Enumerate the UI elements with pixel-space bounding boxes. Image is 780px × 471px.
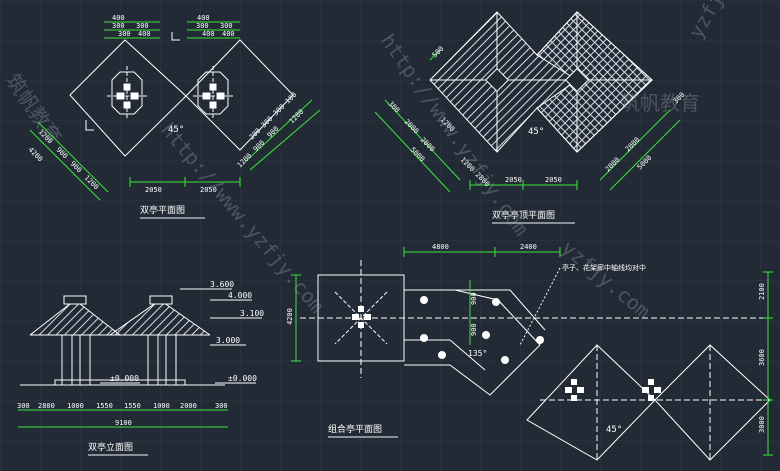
level-label: 3.100 [240,309,264,318]
ground-level-left: ±0.000 [110,374,139,383]
plan-angle: 45° [168,125,184,135]
combined-dim: 900 [470,323,478,336]
combined-dimension-labels: 4800 2400 4200 900 900 2100 3600 3000 亭子… [286,243,766,435]
combined-note: 亭子、花架廊中轴线均对中 [562,263,646,272]
roof-dim: 2050 [545,176,562,184]
plan-title: 双亭平面图 [140,204,185,216]
plan-dim: 300 [136,22,149,30]
elev-dim: 1000 [67,402,84,410]
elevation-title: 双亭立面图 [88,441,133,453]
elevation-levels [100,288,262,384]
elevation-level-labels: 3.600 4.000 3.100 3.000 ±0.000 ±0.000 [110,280,264,383]
elev-dim: 1550 [96,402,113,410]
roof-plan [429,11,653,153]
elevation-dimension-labels: 300 2800 1000 1550 1550 1000 2000 300 91… [17,402,228,427]
roof-dimensions [374,49,681,193]
ground-level-right: ±0.000 [228,374,257,383]
elev-dim: 2000 [180,402,197,410]
combined-dimensions [291,247,773,456]
elev-dim: 1000 [153,402,170,410]
elev-dim: 300 [215,402,228,410]
plan-dim: 300 [220,22,233,30]
combined-dim: 2100 [758,283,766,300]
combined-dim: 4800 [432,243,449,251]
roof-plan-title: 双亭亭顶平面图 [492,209,555,221]
combined-dim: 2400 [520,243,537,251]
combined-plan-marks [352,296,661,401]
elev-dim: 1550 [124,402,141,410]
plan-dimensions [29,21,321,201]
level-label: 3.600 [210,280,234,289]
combined-dim: 900 [470,292,478,305]
plan-dim: 400 [138,30,151,38]
elev-dim: 2800 [38,402,55,410]
plan-dim: 400 [202,30,215,38]
elevation-drawing [20,295,225,386]
roof-dim: 2050 [505,176,522,184]
elev-dim: 300 [17,402,30,410]
combined-angle-135: 135° [468,349,487,358]
level-label: 3.000 [216,336,240,345]
plan-dim: 400 [112,14,125,22]
plan-dim: 300 [118,30,131,38]
plan-dim: 300 [112,22,125,30]
combined-dim: 4200 [286,308,294,325]
plan-dim: 2050 [145,186,162,194]
elevation-dimensions [18,409,228,428]
pavilion-plan [69,32,294,157]
level-label: 4.000 [228,291,252,300]
combined-angle-45: 45° [606,425,622,435]
plan-column-right [197,71,229,115]
watermark: 筑帆教育 [620,91,700,115]
roof-angle: 45° [528,127,544,137]
plan-column-left [111,71,143,115]
combined-plan [300,260,771,461]
combined-dim: 3000 [758,416,766,433]
plan-dim: 400 [222,30,235,38]
plan-dim: 2050 [200,186,217,194]
combined-dim: 3600 [758,349,766,366]
plan-dim: 400 [197,14,210,22]
combined-plan-title: 组合亭平面图 [328,423,382,435]
plan-outline [69,39,294,157]
elev-total: 9100 [115,419,132,427]
plan-dim: 300 [196,22,209,30]
